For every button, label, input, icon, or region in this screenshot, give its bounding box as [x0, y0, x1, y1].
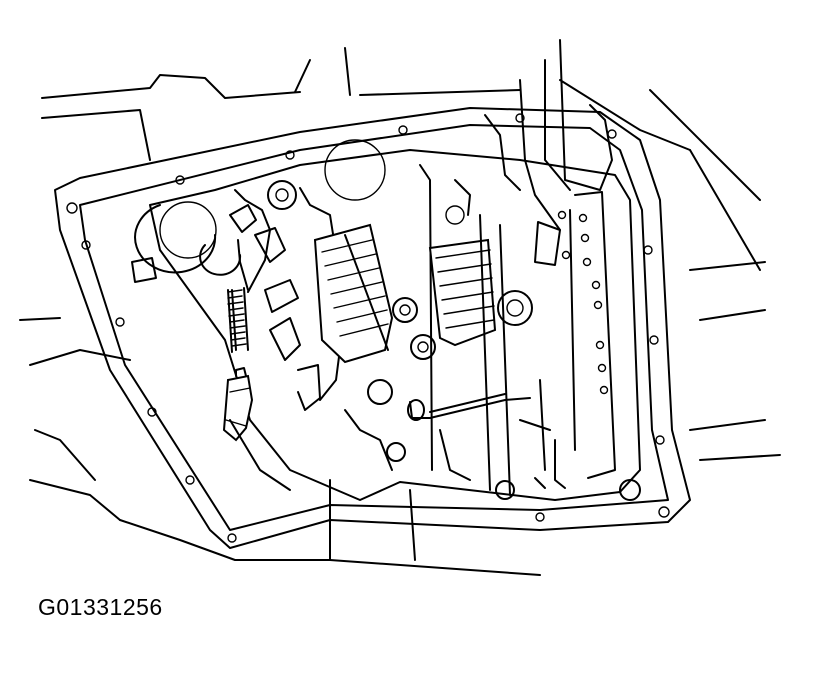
removed-spring — [227, 287, 249, 353]
oil-strainer-right — [428, 238, 497, 347]
figure-id-caption: G01331256 — [38, 594, 163, 620]
manual-valve-linkage — [407, 214, 551, 496]
valve-bores-right — [557, 191, 616, 479]
removed-valve-fitting — [222, 367, 254, 442]
valve-body-bolts — [267, 180, 641, 501]
oil-strainer-left — [313, 223, 394, 364]
gasket-bolt-holes — [66, 113, 670, 543]
detent-bracket — [131, 204, 257, 291]
lower-casting-details — [229, 409, 566, 491]
wire-harness — [484, 39, 613, 451]
valve-body-gasket — [54, 107, 691, 549]
